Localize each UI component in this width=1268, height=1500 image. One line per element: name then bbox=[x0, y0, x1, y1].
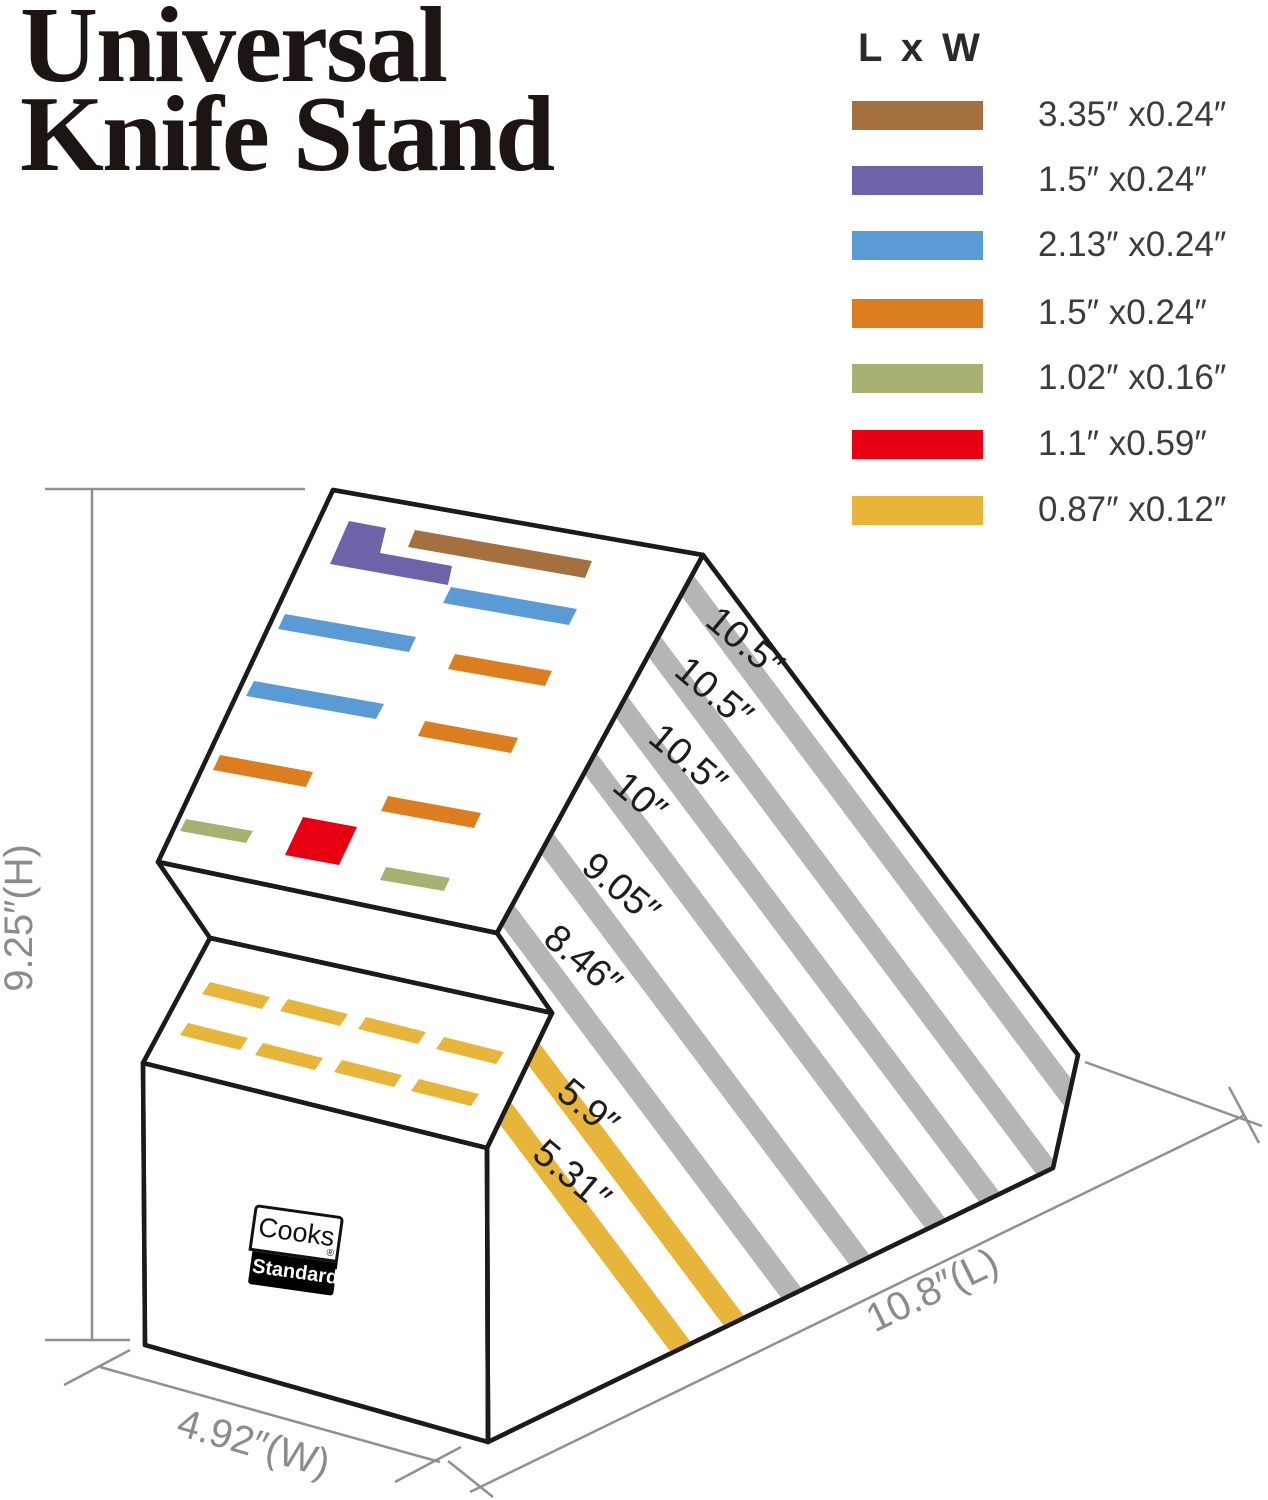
length-dim-line bbox=[469, 1113, 1246, 1494]
width-tick-left bbox=[63, 1348, 131, 1387]
slot-olive-2 bbox=[380, 867, 450, 891]
slot-orange-4 bbox=[381, 796, 481, 828]
legend-row-orange: 1.5″ x0.24″ bbox=[852, 293, 1207, 332]
slot-orange-2 bbox=[418, 721, 518, 753]
height-label: 9.25″(H) bbox=[0, 844, 41, 992]
legend-label: 2.13″ x0.24″ bbox=[1038, 225, 1227, 264]
slot-yellow bbox=[436, 1037, 504, 1064]
legend-label: 1.02″ x0.16″ bbox=[1038, 358, 1227, 397]
length-tick-left bbox=[447, 1460, 494, 1498]
brand-logo: Cooks ® Standard bbox=[244, 1204, 345, 1296]
legend-label: 1.5″ x0.24″ bbox=[1038, 160, 1207, 199]
length-extension bbox=[1084, 1060, 1263, 1128]
legend-row-red: 1.1″ x0.59″ bbox=[852, 424, 1207, 463]
slot-orange-1 bbox=[448, 654, 552, 686]
legend-header: L x W bbox=[858, 26, 984, 70]
stripe-10-5-a bbox=[642, 555, 1078, 1272]
slot-orange-3 bbox=[213, 755, 313, 787]
length-label: 10.8″(L) bbox=[859, 1240, 1005, 1341]
block-edges bbox=[140, 487, 1081, 1445]
width-dim-line bbox=[99, 1365, 441, 1464]
legend-row-blue: 2.13″ x0.24″ bbox=[852, 225, 1226, 264]
width-label: 4.92″(W) bbox=[172, 1401, 334, 1486]
slot-yellow bbox=[255, 1043, 323, 1070]
slot-yellow bbox=[358, 1017, 426, 1044]
slot-red bbox=[285, 817, 357, 865]
slot-yellow bbox=[180, 1023, 248, 1050]
brown-swatch bbox=[852, 100, 983, 130]
legend-label: 1.5″ x0.24″ bbox=[1038, 293, 1207, 332]
title-line-1: Universal bbox=[20, 0, 448, 105]
title-line-2: Knife Stand bbox=[20, 74, 555, 194]
orange-swatch bbox=[852, 298, 983, 328]
blue-swatch bbox=[852, 230, 983, 260]
slot-size-legend: L x W 3.35″ x0.24″ 1.5″ x0.24″ 2.13″ x0.… bbox=[852, 26, 1262, 529]
legend-label: 1.1″ x0.59″ bbox=[1038, 424, 1207, 463]
olive-swatch bbox=[852, 363, 983, 393]
top-face-slots bbox=[180, 521, 592, 891]
yellow-swatch bbox=[852, 495, 983, 525]
slot-olive-1 bbox=[180, 819, 253, 843]
logo-name: Cooks bbox=[256, 1211, 337, 1253]
stripe-8-46 bbox=[487, 859, 1026, 1442]
red-swatch bbox=[852, 429, 983, 459]
dimension-lines bbox=[45, 487, 1263, 1498]
legend-row-olive: 1.02″ x0.16″ bbox=[852, 358, 1226, 397]
slot-yellow bbox=[280, 999, 348, 1026]
slot-yellow bbox=[202, 982, 270, 1009]
legend-label: 0.87″ x0.12″ bbox=[1038, 490, 1227, 529]
legend-row-purple: 1.5″ x0.24″ bbox=[852, 160, 1207, 199]
slot-purple-L bbox=[330, 521, 452, 585]
width-tick-right bbox=[394, 1445, 462, 1484]
legend-row-brown: 3.35″ x0.24″ bbox=[852, 95, 1226, 134]
legend-row-yellow: 0.87″ x0.12″ bbox=[852, 490, 1226, 529]
page-title: Universal Knife Stand bbox=[20, 0, 555, 194]
length-tick-right bbox=[1227, 1086, 1261, 1144]
slot-brown bbox=[408, 530, 592, 578]
slot-blue-3 bbox=[246, 681, 384, 719]
lower-face-slots bbox=[180, 982, 504, 1106]
slot-yellow bbox=[334, 1060, 402, 1087]
slot-yellow bbox=[411, 1079, 479, 1106]
legend-label: 3.35″ x0.24″ bbox=[1038, 95, 1227, 134]
slot-blue-2 bbox=[278, 614, 416, 652]
registered-mark-icon: ® bbox=[325, 1247, 335, 1260]
slot-blue-1 bbox=[443, 587, 577, 625]
purple-swatch bbox=[852, 165, 983, 195]
